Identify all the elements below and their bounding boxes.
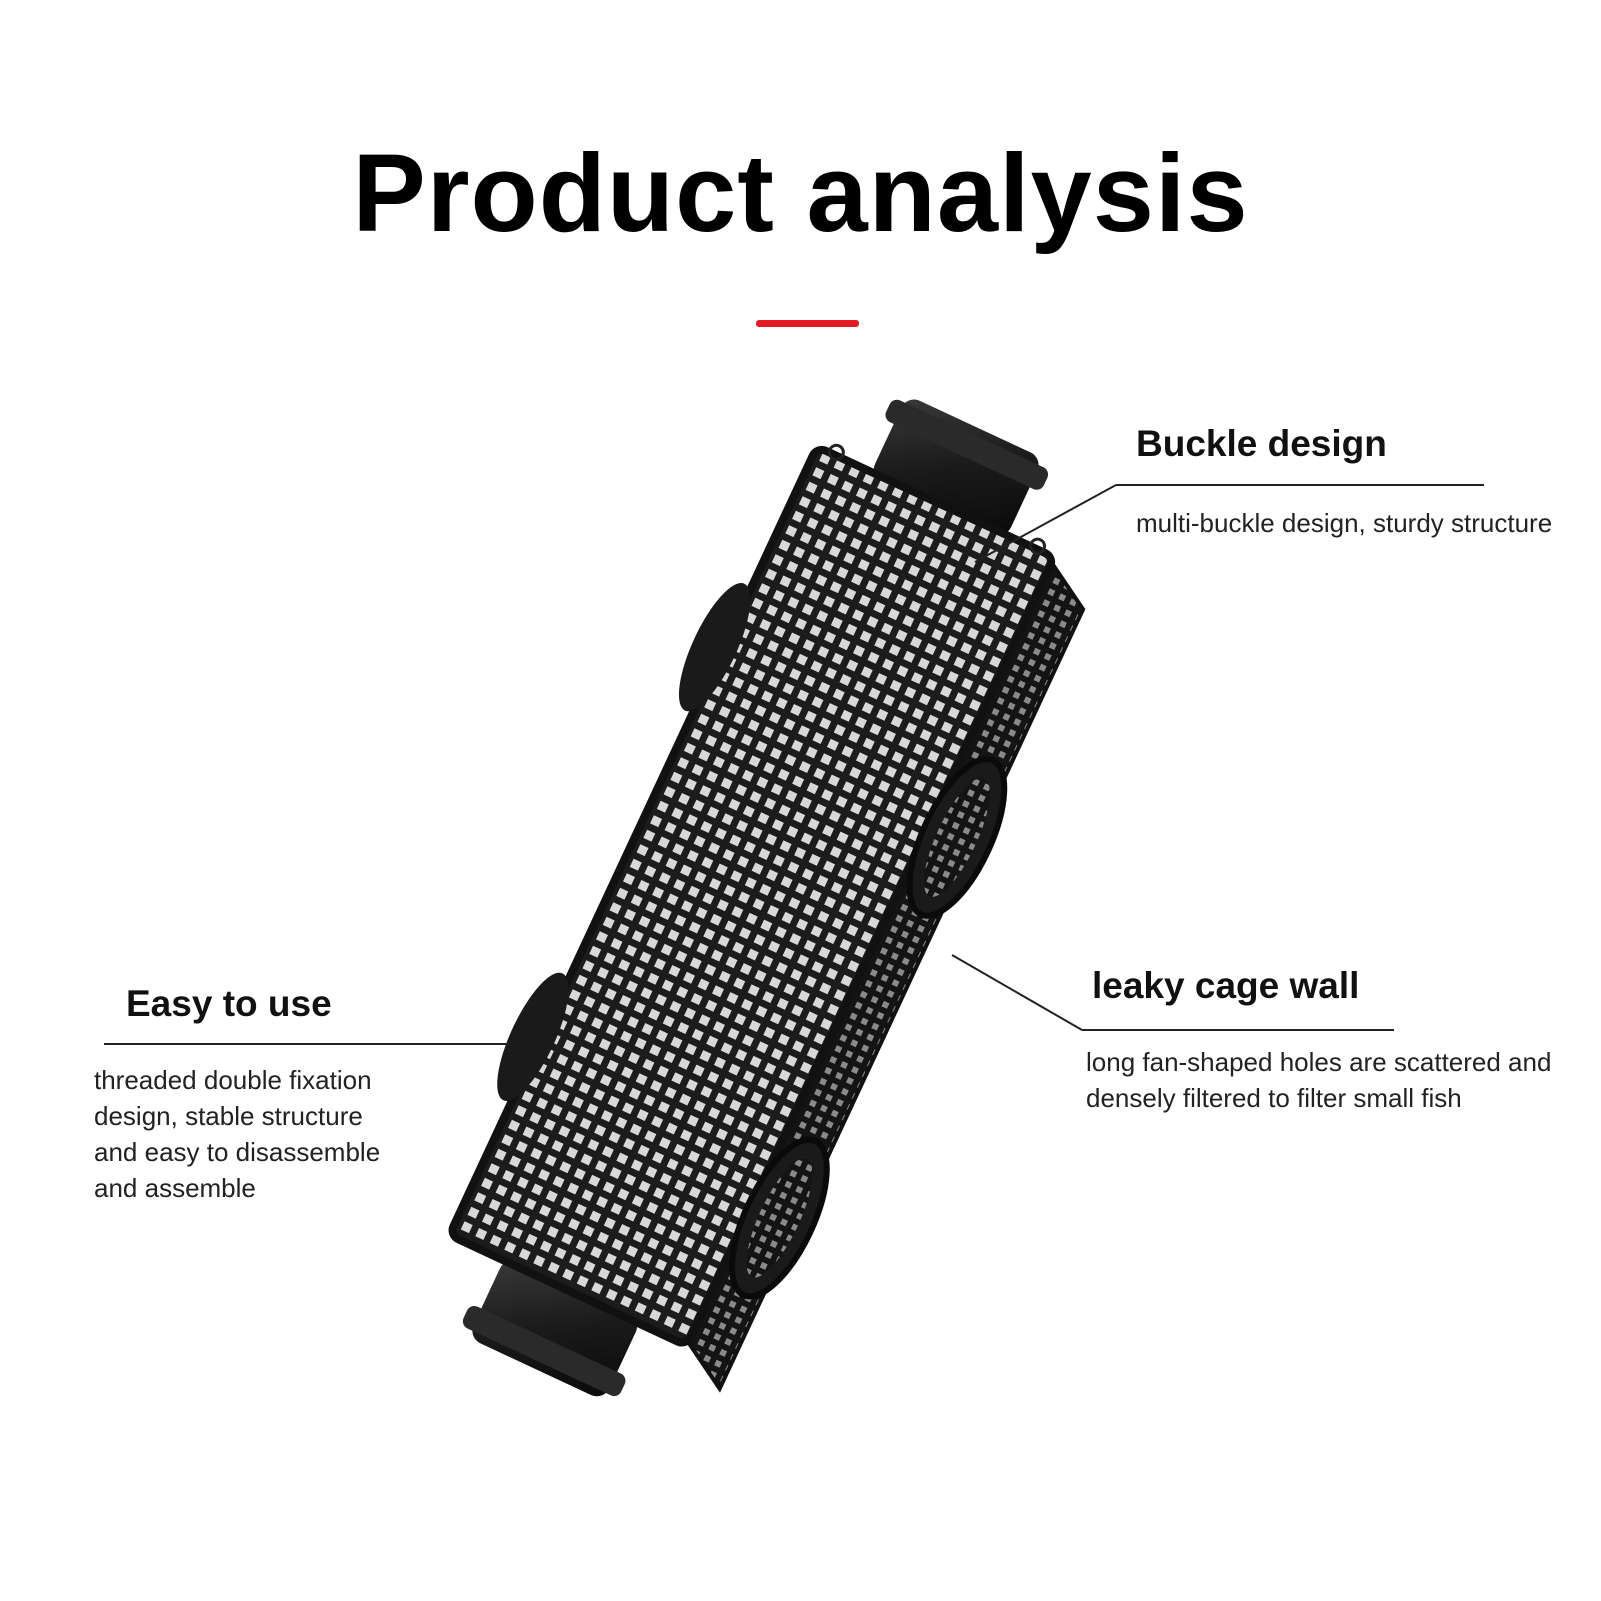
easy-to-use-rule xyxy=(104,1043,510,1045)
title-accent-bar xyxy=(756,320,859,327)
buckle-design-heading: Buckle design xyxy=(1136,423,1387,464)
leaky-cage-wall-text: long fan-shaped holes are scattered and … xyxy=(1086,1044,1551,1116)
easy-to-use-line: threaded double fixation xyxy=(94,1065,372,1095)
easy-to-use-heading: Easy to use xyxy=(126,983,332,1024)
buckle-design-text: multi-buckle design, sturdy structure xyxy=(1136,508,1553,538)
leaky-cage-wall-line: densely filtered to filter small fish xyxy=(1086,1083,1462,1113)
page-title: Product analysis xyxy=(352,132,1249,255)
easy-to-use-text: threaded double fixation design, stable … xyxy=(94,1062,380,1206)
leaky-cage-wall-line: long fan-shaped holes are scattered and xyxy=(1086,1047,1552,1077)
easy-to-use-line: and easy to disassemble xyxy=(94,1137,381,1167)
leaky-cage-wall-heading: leaky cage wall xyxy=(1092,965,1360,1006)
leaky-cage-wall-rule xyxy=(1082,1029,1394,1031)
mesh-body xyxy=(448,445,1056,1347)
easy-to-use-line: and assemble xyxy=(94,1173,256,1203)
buckle-design-rule xyxy=(1116,484,1484,486)
easy-to-use-line: design, stable structure xyxy=(94,1101,363,1131)
